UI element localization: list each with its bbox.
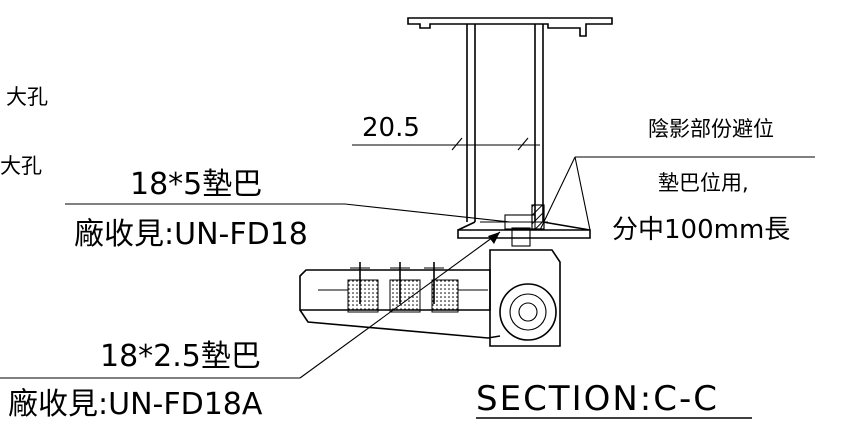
hinge-assembly [299, 249, 561, 347]
washer-leaders [0, 203, 511, 379]
dimension-label: 20.5 [362, 113, 420, 143]
shadow-note-leader [539, 156, 815, 231]
note-line-2: 墊巴位用, [658, 171, 749, 195]
section-title: SECTION:C-C [476, 379, 719, 419]
washer-bottom-ref: 廠收見:UN-FD18A [8, 387, 263, 422]
aluminium-profile [407, 17, 613, 247]
hole-label-top: 大孔 [6, 85, 48, 109]
hole-label-left: 大孔 [0, 154, 42, 178]
washer-top-label: 18*5墊巴 [130, 167, 262, 202]
dimension-20-5: 20.5 [352, 113, 540, 151]
washer-bottom-label: 18*2.5墊巴 [100, 339, 261, 374]
note-line-3: 分中100mm長 [612, 215, 790, 245]
shadow-note: 陰影部份避位 [648, 117, 774, 141]
washer-top-ref: 廠收見:UN-FD18 [74, 217, 308, 252]
